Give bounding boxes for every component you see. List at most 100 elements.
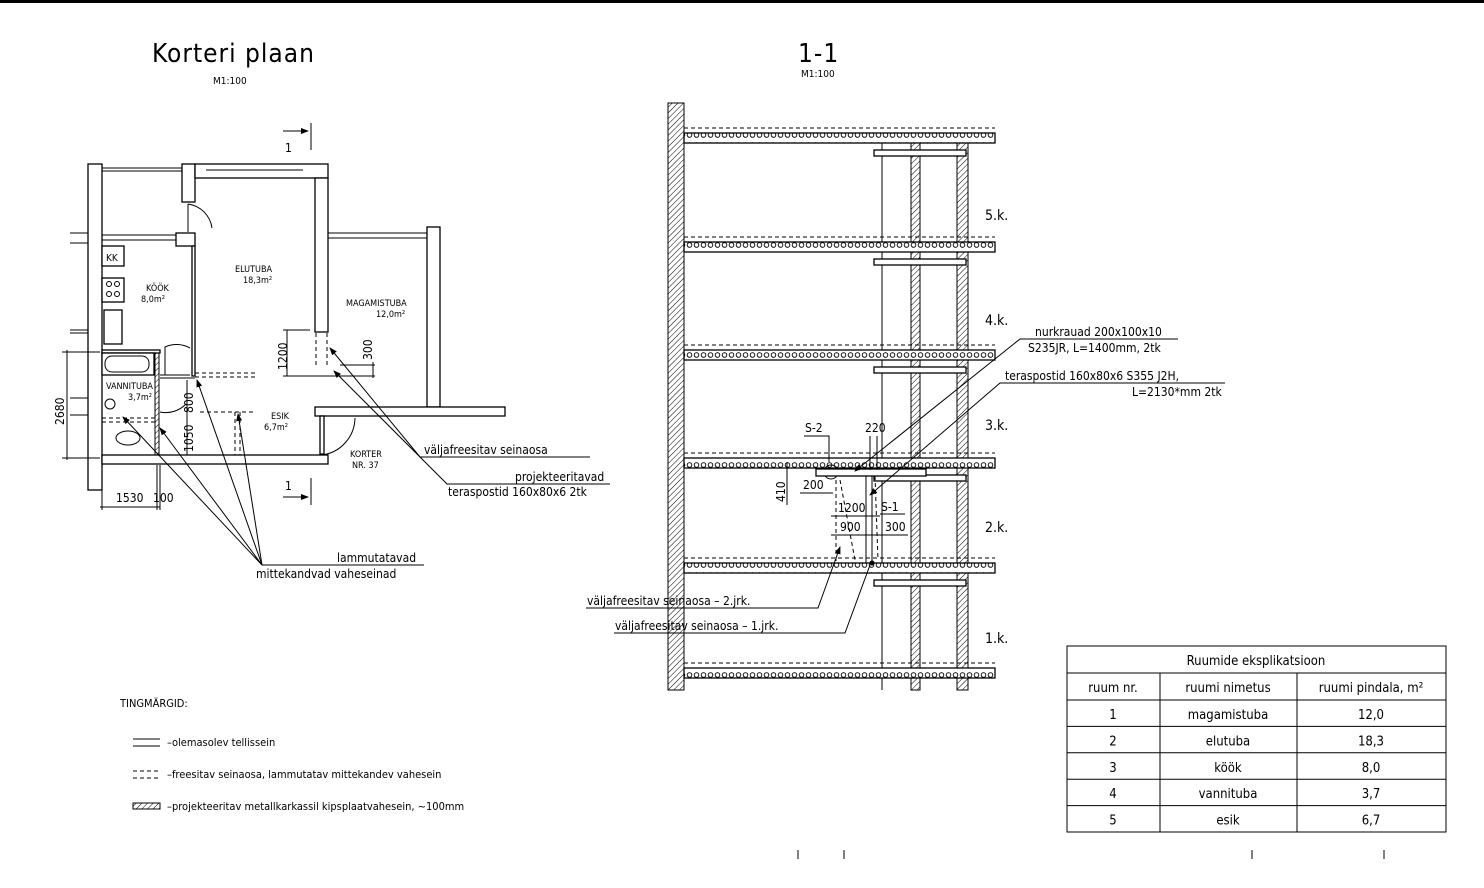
floor-slab xyxy=(683,236,996,266)
table-cell: 1 xyxy=(1109,708,1116,723)
note-proj-2: teraspostid 160x80x6 2tk xyxy=(448,485,588,499)
beam-plate xyxy=(873,149,967,157)
table-cell: esik xyxy=(1216,814,1240,829)
svg-text:300: 300 xyxy=(885,520,906,534)
plan-title: Korteri plaan xyxy=(152,39,315,69)
table-header-name: ruumi nimetus xyxy=(1185,681,1270,696)
section-1-1: 1-1 M1:100 5.k. 4.k. 3.k. 2.k. 1.k. S-2 … xyxy=(586,39,1225,691)
floor-plan: Korteri plaan M1:100 1 1 xyxy=(53,39,610,581)
note-lamm-1: lammutatavad xyxy=(337,551,416,565)
beam-plate xyxy=(873,366,967,374)
svg-text:1: 1 xyxy=(285,141,292,155)
korter-label-1: KORTER xyxy=(350,450,382,460)
plan-dimensions: 2680 1530 100 800 1050 1200 300 xyxy=(53,329,375,510)
svg-text:1530: 1530 xyxy=(116,491,144,505)
table-cell: vannituba xyxy=(1199,787,1258,802)
note-valjafreesitav: väljafreesitav seinaosa xyxy=(424,443,548,457)
table-row: 5 esik 6,7 xyxy=(1109,814,1380,829)
section-details: S-2 220 410 200 1200 S-1 900 300 xyxy=(774,421,927,566)
floor-label-4: 4.k. xyxy=(985,313,1008,329)
section-marker-top: 1 xyxy=(283,123,312,155)
note-proj-1: projekteeritavad xyxy=(515,470,604,484)
legend-item-2: –freesitav seinaosa, lammutatav mittekan… xyxy=(167,768,441,781)
section-column-1 xyxy=(910,139,921,691)
table-cell: 12,0 xyxy=(1358,708,1384,723)
svg-text:1200: 1200 xyxy=(276,342,290,370)
plan-room-labels: KÖÖK 8,0m² ELUTUBA 18,3m² MAGAMISTUBA 12… xyxy=(106,265,407,471)
svg-text:100: 100 xyxy=(153,491,174,505)
note-lamm-2: mittekandvad vaheseinad xyxy=(256,567,396,581)
section-notes: nurkrauad 200x100x10 S235JR, L=1400mm, 2… xyxy=(586,325,1225,634)
drawing-border-top xyxy=(0,0,1484,3)
svg-text:2680: 2680 xyxy=(53,397,67,425)
table-cell: 18,3 xyxy=(1358,734,1384,749)
room-esik-area: 6,7m² xyxy=(264,423,288,433)
plan-fixtures: KK xyxy=(101,245,155,446)
section-marker-bottom: 1 xyxy=(283,478,312,505)
room-vannituba-area: 3,7m² xyxy=(128,393,152,403)
room-kook-area: 8,0m² xyxy=(141,295,165,305)
table-row: 1 magamistuba 12,0 xyxy=(1109,708,1384,723)
note-nurkrauad-2: S235JR, L=1400mm, 2tk xyxy=(1028,341,1162,355)
beam-plate xyxy=(873,258,967,266)
svg-text:410: 410 xyxy=(774,481,788,502)
floor-slab xyxy=(683,557,996,587)
floor-label-3: 3.k. xyxy=(985,418,1008,434)
legend-title: TINGMÄRGID: xyxy=(119,697,188,710)
floor-label-5: 5.k. xyxy=(985,208,1008,224)
svg-text:300: 300 xyxy=(361,339,375,360)
floor-slab xyxy=(683,127,996,157)
svg-text:800: 800 xyxy=(182,392,196,413)
note-teraspostid-2: L=2130*mm 2tk xyxy=(1132,385,1222,399)
svg-text:1200: 1200 xyxy=(838,501,866,515)
korter-label-2: NR. 37 xyxy=(352,461,379,471)
svg-text:200: 200 xyxy=(803,478,824,492)
note-teraspostid-1: teraspostid 160x80x6 S355 J2H, xyxy=(1005,369,1179,383)
svg-text:1050: 1050 xyxy=(182,424,196,452)
table-header-area: ruumi pindala, m² xyxy=(1319,681,1424,696)
legend-item-1: –olemasolev tellissein xyxy=(167,736,275,749)
section-slabs xyxy=(683,127,996,679)
table-cell: 8,0 xyxy=(1362,761,1381,776)
plan-scale: M1:100 xyxy=(213,76,247,87)
plan-walls xyxy=(70,163,506,491)
border-ticks xyxy=(797,850,1385,859)
floor-slab xyxy=(683,452,996,482)
table-cell: 5 xyxy=(1109,814,1116,829)
table-cell: köök xyxy=(1214,761,1242,776)
room-elutuba-name: ELUTUBA xyxy=(235,265,273,275)
plan-notes: väljafreesitav seinaosa projekteeritavad… xyxy=(122,347,610,581)
section-title: 1-1 xyxy=(798,39,839,69)
section-scale: M1:100 xyxy=(801,69,835,80)
note-nurkrauad-1: nurkrauad 200x100x10 xyxy=(1035,325,1162,339)
floor-slab xyxy=(683,344,996,374)
table-header-nr: ruum nr. xyxy=(1088,681,1137,696)
floor-slab xyxy=(683,662,996,679)
beam-plate xyxy=(873,579,967,587)
floor-label-2: 2.k. xyxy=(985,520,1008,536)
table-cell: 2 xyxy=(1109,734,1116,749)
s1-label: S-1 xyxy=(881,500,899,514)
svg-text:900: 900 xyxy=(840,520,861,534)
room-kook-name: KÖÖK xyxy=(146,283,170,294)
room-vannituba-name: VANNITUBA xyxy=(106,382,153,392)
room-esik-name: ESIK xyxy=(271,412,290,422)
note-v1: väljafreesitav seinaosa – 1.jrk. xyxy=(615,619,778,633)
room-explication-table: Ruumide eksplikatsioon ruum nr. ruumi ni… xyxy=(1066,645,1447,833)
table-cell: magamistuba xyxy=(1188,708,1268,723)
table-cell: elutuba xyxy=(1206,734,1250,749)
table-cell: 3,7 xyxy=(1362,787,1381,802)
section-outer-wall xyxy=(667,102,685,691)
svg-text:1: 1 xyxy=(285,479,292,493)
table-row: 2 elutuba 18,3 xyxy=(1109,734,1384,749)
dim-220: 220 xyxy=(865,421,886,435)
s2-label: S-2 xyxy=(805,421,823,435)
floor-label-1: 1.k. xyxy=(985,631,1008,647)
legend-item-3: –projekteeritav metallkarkassil kipsplaa… xyxy=(167,800,464,813)
kk-label: KK xyxy=(106,253,119,264)
section-floor-labels: 5.k. 4.k. 3.k. 2.k. 1.k. xyxy=(985,208,1008,647)
table-cell: 6,7 xyxy=(1362,814,1381,829)
room-magamistuba-area: 12,0m² xyxy=(376,310,405,320)
